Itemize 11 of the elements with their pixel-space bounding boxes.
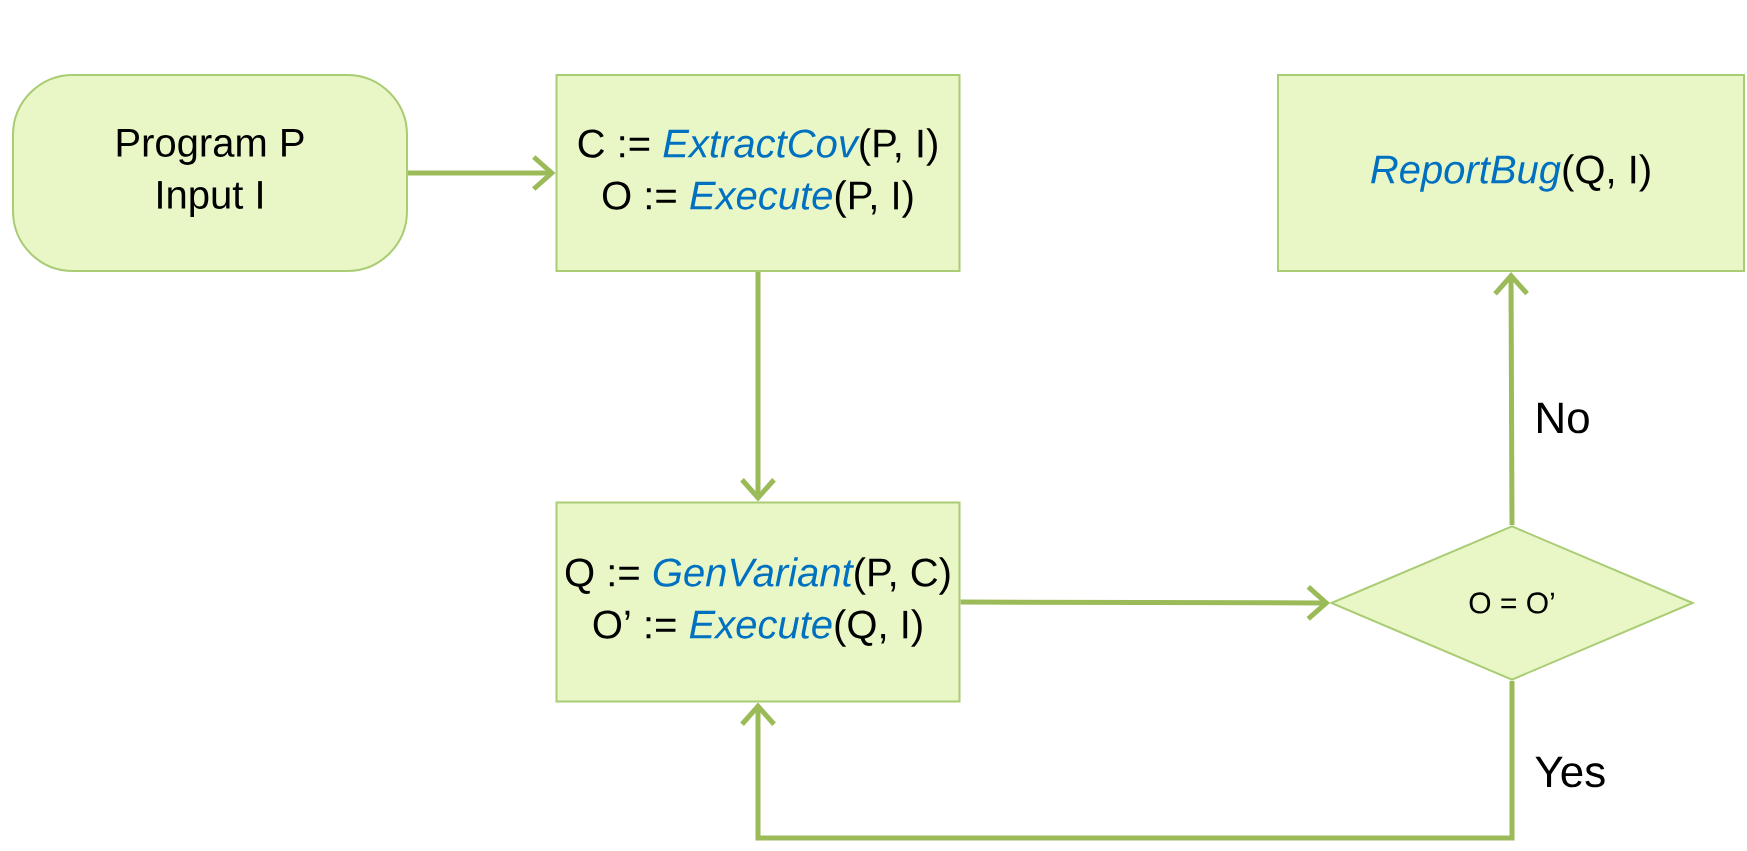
process-box: ReportBug(Q, I) xyxy=(1277,74,1745,272)
arrow xyxy=(740,681,1515,841)
process-box: Q := GenVariant(P, C) O’ := Execute(Q, I) xyxy=(555,501,961,703)
arrow xyxy=(1493,272,1529,525)
edge-label: No xyxy=(1530,398,1595,438)
start-terminal: Program P Input I xyxy=(12,74,408,272)
arrow xyxy=(740,272,776,502)
process-box: C := ExtractCov(P, I) O := Execute(P, I) xyxy=(555,74,961,272)
edge-label: Yes xyxy=(1530,752,1611,792)
arrow xyxy=(408,155,556,191)
arrow xyxy=(960,585,1330,621)
